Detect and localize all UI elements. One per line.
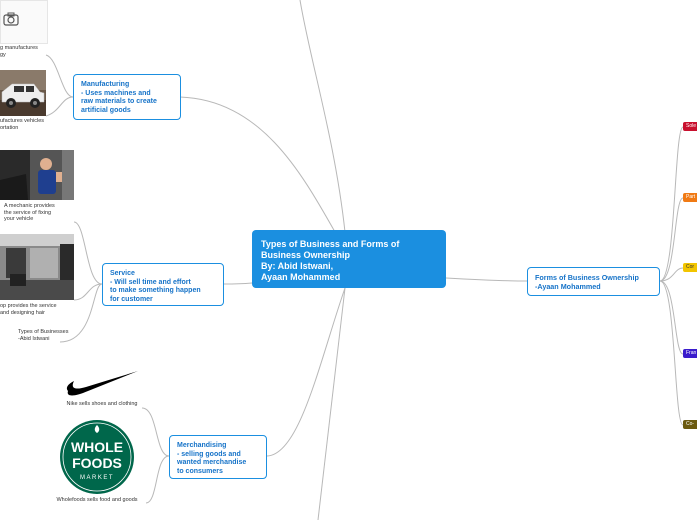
link-owner-tag2 <box>659 197 684 282</box>
link-service-note <box>59 283 103 343</box>
link-owner-tag4 <box>659 280 684 355</box>
link-merch-img2 <box>145 455 170 504</box>
link-central-bottom <box>317 287 346 520</box>
link-manufacturing-img2 <box>45 96 74 117</box>
link-owner-tag1 <box>659 126 684 282</box>
salon-icon <box>0 234 74 300</box>
manufacturing-caption-2: ufactures vehicles ortation <box>0 118 45 131</box>
wholefoods-logo: WHOLE FOODS MARKET <box>58 419 136 495</box>
wholefoods-logo-icon: WHOLE FOODS MARKET <box>60 420 134 494</box>
link-service-img2 <box>73 283 103 301</box>
ownership-tag-partnership[interactable]: Part <box>683 193 697 202</box>
service-caption-2: op provides the service and designing ha… <box>0 303 57 316</box>
mechanic-image <box>0 150 74 200</box>
merchandising-caption-1: Nike sells shoes and clothing <box>66 401 138 407</box>
truck-icon <box>0 70 46 116</box>
central-topic[interactable]: Types of Business and Forms of Business … <box>252 230 446 288</box>
nike-logo <box>64 363 140 399</box>
link-central-ownership <box>445 277 528 282</box>
service-caption-1: A mechanic provides the service of fixin… <box>4 203 55 222</box>
ownership-tag-cooperative[interactable]: Co- <box>683 420 697 429</box>
link-central-manufacturing <box>179 96 336 233</box>
salon-image <box>0 234 74 300</box>
manufacturing-image-placeholder <box>0 0 48 44</box>
manufacturing-caption-1: g manufactures gy <box>0 45 38 58</box>
link-owner-tag3 <box>659 267 684 282</box>
camera-icon <box>3 12 19 26</box>
logo-text-whole: WHOLE <box>71 439 123 455</box>
manufacturing-node[interactable]: Manufacturing - Uses machines and raw ma… <box>73 74 181 120</box>
service-node[interactable]: Service - Will sell time and effort to m… <box>102 263 224 306</box>
merchandising-caption-2: Wholefoods sells food and goods <box>56 497 138 503</box>
link-central-merchandising <box>266 287 346 457</box>
link-central-top <box>299 0 346 233</box>
truck-image <box>0 70 46 116</box>
link-central-service <box>223 282 253 285</box>
link-manufacturing-img1 <box>45 54 74 98</box>
ownership-tag-sole[interactable]: Sole <box>683 122 697 131</box>
types-of-businesses-note[interactable]: Types of Businesses -Abid Istwani <box>18 329 69 342</box>
ownership-tag-franchise[interactable]: Fran <box>683 349 697 358</box>
ownership-node[interactable]: Forms of Business Ownership -Ayaan Moham… <box>527 267 660 296</box>
merchandising-node[interactable]: Merchandising - selling goods and wanted… <box>169 435 267 479</box>
ownership-tag-corporation[interactable]: Cor <box>683 263 697 272</box>
logo-text-market: MARKET <box>80 475 114 481</box>
nike-swoosh-icon <box>66 371 138 396</box>
mechanic-icon <box>0 150 74 200</box>
link-service-img1 <box>73 221 103 285</box>
logo-text-foods: FOODS <box>72 455 122 471</box>
link-owner-tag5 <box>659 280 684 426</box>
link-merch-img1 <box>141 407 170 457</box>
